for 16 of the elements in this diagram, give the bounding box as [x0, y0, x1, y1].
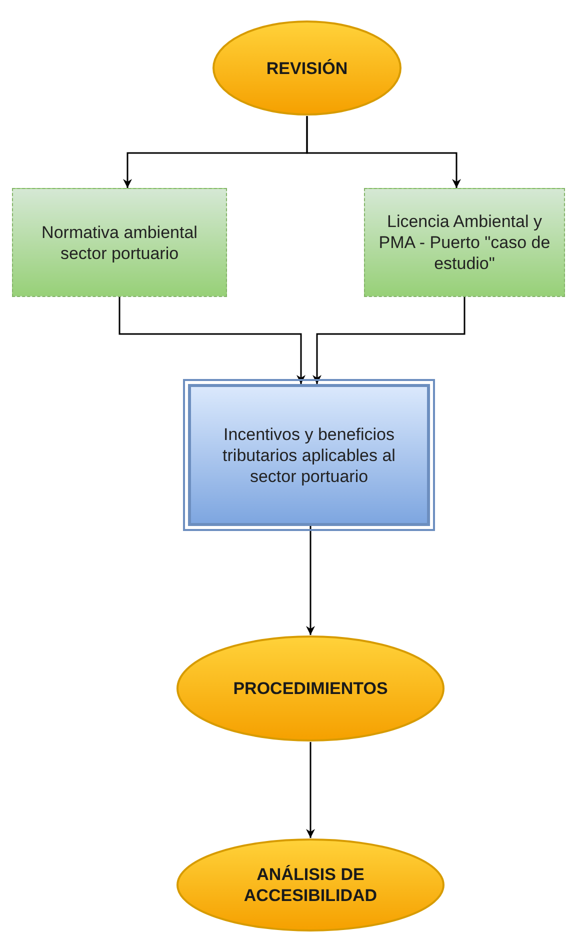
- terminal-ellipse: [212, 20, 402, 116]
- arrow: [306, 526, 315, 635]
- node-label: Licencia Ambiental y PMA - Puerto "caso de estudio": [378, 211, 552, 274]
- terminal-ellipse: [176, 838, 445, 932]
- arrow: [306, 116, 461, 188]
- arrow: [306, 742, 315, 838]
- node-label: REVISIÓN: [266, 58, 348, 78]
- node-label: Incentivos y beneficios tributarios aplicables al sector portuario: [222, 424, 396, 486]
- arrow: [118, 297, 306, 384]
- terminal-ellipse: [176, 635, 445, 742]
- node-label: PROCEDIMIENTOS: [233, 678, 388, 699]
- process-box: [12, 188, 227, 297]
- process-box: [364, 188, 565, 297]
- node-label: ANÁLISIS DE ACCESIBILIDAD: [242, 864, 378, 906]
- node-label: Normativa ambiental sector portuario: [40, 222, 198, 264]
- arrow: [312, 297, 466, 384]
